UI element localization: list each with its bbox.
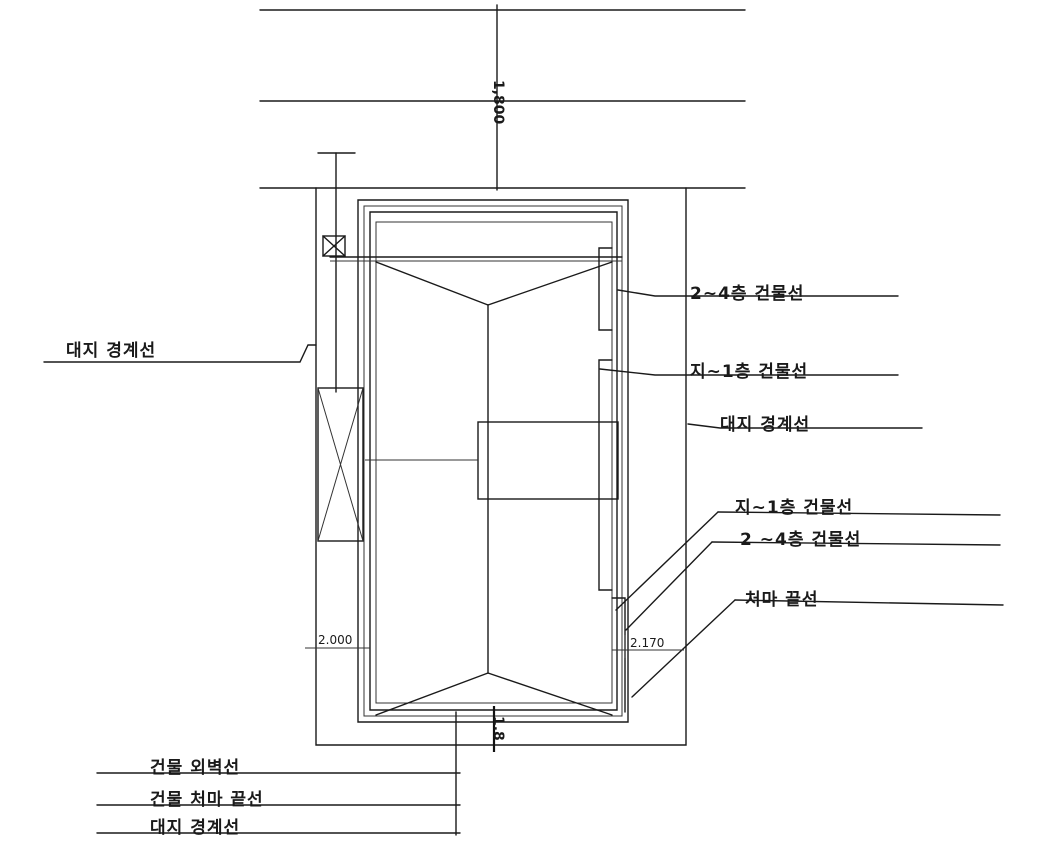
hip-line-tl bbox=[375, 261, 489, 306]
dim-top-vertical: 1,800 bbox=[490, 80, 506, 125]
building-inner-line bbox=[375, 221, 613, 704]
step-outline-1 bbox=[598, 247, 613, 331]
label-floors-2-4: 2~4층 건물선 bbox=[690, 284, 805, 304]
building-line-2 bbox=[363, 205, 623, 717]
leader-site-boundary-right bbox=[687, 423, 923, 429]
hip-line-br bbox=[487, 672, 613, 716]
leader-floors-b1-1 bbox=[599, 368, 899, 376]
hip-line-tr bbox=[487, 261, 613, 306]
step-outline-2 bbox=[598, 359, 613, 591]
step-outline-3 bbox=[611, 597, 626, 713]
dim-right-offset: 2.170 bbox=[630, 636, 665, 650]
central-box bbox=[477, 421, 619, 500]
leader-diag-3 bbox=[631, 599, 736, 698]
stair-box-x2 bbox=[317, 387, 364, 542]
leader-diag-2 bbox=[625, 541, 713, 631]
leader-eaves-line bbox=[734, 599, 1004, 606]
label-floors-b1-1-lower: 지~1층 건물선 bbox=[735, 498, 854, 518]
hip-line-bl bbox=[375, 672, 489, 716]
leader-floors-2-4 bbox=[617, 289, 899, 297]
building-line-3 bbox=[369, 211, 618, 711]
leader-diag-1 bbox=[615, 511, 719, 611]
label-floors-b1-1: 지~1층 건물선 bbox=[690, 362, 809, 382]
label-building-eaves-line: 건물 처마 끝선 bbox=[150, 790, 264, 810]
label-site-boundary-left: 대지 경계선 bbox=[66, 341, 157, 361]
leader-floors-2-4-lower bbox=[711, 541, 1001, 546]
label-floors-2-4-lower: 2 ~4층 건물선 bbox=[740, 530, 862, 550]
leader-site-boundary-left bbox=[43, 344, 317, 363]
mark-box bbox=[322, 235, 346, 257]
label-site-boundary-right: 대지 경계선 bbox=[720, 415, 811, 435]
dim-bottom-vertical: 1.8 bbox=[490, 716, 506, 741]
label-eaves-line: 처마 끝선 bbox=[745, 590, 819, 610]
label-site-boundary-bottom: 대지 경계선 bbox=[150, 818, 241, 838]
mark-box-x2 bbox=[322, 235, 346, 257]
building-outer-line bbox=[357, 199, 629, 723]
dim-left-offset: 2.000 bbox=[318, 633, 353, 647]
leader-floors-b1-1-lower bbox=[717, 511, 1001, 516]
label-building-outer-wall: 건물 외벽선 bbox=[150, 758, 241, 778]
stair-box bbox=[317, 387, 364, 542]
site-boundary bbox=[315, 187, 687, 746]
